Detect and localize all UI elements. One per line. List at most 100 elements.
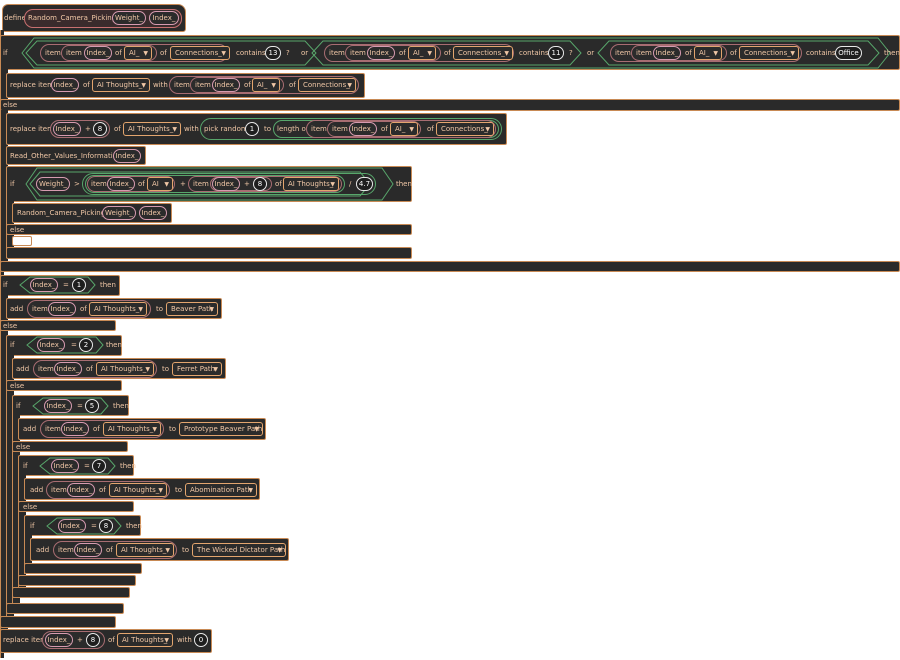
list-dropdown-ai-thoughts[interactable]: AI Thoughts_▼ xyxy=(92,78,150,92)
value-8[interactable]: 8 xyxy=(93,122,107,136)
var-weight[interactable]: Weight_ xyxy=(36,177,70,191)
list-dropdown-ai[interactable]: AI_▼ xyxy=(390,122,418,136)
replace-item-block-final[interactable] xyxy=(0,629,212,653)
list-dropdown-ai-thoughts[interactable]: AI Thoughts_▼ xyxy=(96,362,154,376)
param-index[interactable]: Index_ xyxy=(149,11,179,25)
value-13[interactable]: 13 xyxy=(265,46,281,60)
list-dropdown-connections[interactable]: Connections_▼ xyxy=(436,122,494,136)
var-index[interactable]: Index_ xyxy=(48,302,76,316)
add-label: add xyxy=(23,425,37,433)
to-label: to xyxy=(175,486,183,494)
var-index[interactable]: Index_ xyxy=(58,519,86,533)
var-index[interactable]: Index_ xyxy=(61,422,89,436)
var-index[interactable]: Index_ xyxy=(67,483,95,497)
value-2[interactable]: 2 xyxy=(79,338,93,352)
contains-label: contains xyxy=(519,49,549,57)
with-label: with xyxy=(153,81,168,89)
of-label: of xyxy=(730,49,737,57)
value-1[interactable]: 1 xyxy=(72,278,86,292)
path-dropdown-abomination[interactable]: Abomination Path▼ xyxy=(185,483,257,497)
contains-label: contains xyxy=(236,49,266,57)
path-dropdown-ferret[interactable]: Ferret Path▼ xyxy=(172,362,222,376)
path-dropdown-beaver[interactable]: Beaver Path▼ xyxy=(166,302,218,316)
else-4 xyxy=(18,501,134,512)
value-8[interactable]: 8 xyxy=(253,177,267,191)
var-index[interactable]: Index_ xyxy=(367,46,395,60)
div-reporter[interactable] xyxy=(82,173,376,195)
var-index[interactable]: Index_ xyxy=(74,543,102,557)
var-index[interactable]: Index_ xyxy=(349,122,377,136)
var-index[interactable]: Index_ xyxy=(44,399,72,413)
to-label: to xyxy=(182,546,190,554)
list-dropdown-ai[interactable]: AI_▼ xyxy=(124,46,152,60)
rail-l1 xyxy=(0,294,8,649)
var-index[interactable]: Index_ xyxy=(53,122,81,136)
var-index[interactable]: Index_ xyxy=(212,78,240,92)
if-keyword: if xyxy=(16,402,21,410)
value-5[interactable]: 5 xyxy=(85,399,99,413)
else-2 xyxy=(6,380,122,391)
var-index[interactable]: Index_ xyxy=(30,278,58,292)
path-dropdown-prototype[interactable]: Prototype Beaver Path▼ xyxy=(179,422,263,436)
var-index[interactable]: Index_ xyxy=(37,338,65,352)
read-other-block[interactable] xyxy=(6,146,146,165)
value-7[interactable]: 7 xyxy=(92,459,106,473)
of-label: of xyxy=(83,81,90,89)
item-label: item xyxy=(45,49,61,57)
var-index[interactable]: Index_ xyxy=(107,177,135,191)
item-label: item xyxy=(193,180,209,188)
of-label: of xyxy=(114,125,121,133)
of-label: of xyxy=(427,125,434,133)
list-dropdown-ai[interactable]: AI_▼ xyxy=(408,46,436,60)
with-label: with xyxy=(184,125,199,133)
rail-l4 xyxy=(18,474,26,595)
list-dropdown-connections[interactable]: Connections_▼ xyxy=(739,46,799,60)
list-dropdown-ai-thoughts[interactable]: AI Thoughts_▼ xyxy=(283,177,339,191)
or-label: or xyxy=(301,49,309,57)
value-0[interactable]: 0 xyxy=(194,633,208,647)
item-label: item xyxy=(332,125,348,133)
then-keyword: then xyxy=(100,281,116,289)
value-1[interactable]: 1 xyxy=(245,122,259,136)
list-dropdown-ai-plain[interactable]: AI▼ xyxy=(147,177,173,191)
value-4-7[interactable]: 4.7 xyxy=(356,177,373,191)
path-dropdown-wicked[interactable]: The Wicked Dictator Path▼ xyxy=(192,543,286,557)
list-dropdown-ai-thoughts[interactable]: AI Thoughts_▼ xyxy=(116,543,174,557)
list-dropdown-ai-thoughts[interactable]: AI Thoughts_▼ xyxy=(109,483,167,497)
plus-reporter-2[interactable] xyxy=(85,175,345,193)
to-label: to xyxy=(162,365,170,373)
value-8[interactable]: 8 xyxy=(86,633,100,647)
var-index[interactable]: Index_ xyxy=(51,78,79,92)
list-dropdown-ai-thoughts[interactable]: AI Thoughts_▼ xyxy=(103,422,161,436)
list-dropdown-ai-thoughts[interactable]: AI Thoughts_▼ xyxy=(123,122,181,136)
var-index[interactable]: Index_ xyxy=(51,459,79,473)
item-label: item xyxy=(311,125,327,133)
list-dropdown-connections[interactable]: Connections_▼ xyxy=(170,46,230,60)
list-dropdown-ai[interactable]: AI_▼ xyxy=(252,78,280,92)
var-index[interactable]: Index_ xyxy=(653,46,681,60)
var-index[interactable]: Index_ xyxy=(84,46,112,60)
eq-label: = xyxy=(77,402,83,410)
var-index[interactable]: Index_ xyxy=(45,633,73,647)
value-11[interactable]: 11 xyxy=(548,46,564,60)
var-index[interactable]: Index_ xyxy=(113,149,141,163)
var-index[interactable]: Index_ xyxy=(139,206,167,220)
list-dropdown-ai-thoughts[interactable]: AI Thoughts_▼ xyxy=(117,633,173,647)
list-dropdown-connections[interactable]: Connections_▼ xyxy=(453,46,513,60)
list-dropdown-ai[interactable]: AI_▼ xyxy=(694,46,722,60)
var-index[interactable]: Index_ xyxy=(54,362,82,376)
param-weight[interactable]: Weight_ xyxy=(112,11,146,25)
of-label: of xyxy=(289,81,296,89)
value-office[interactable]: Office xyxy=(835,46,862,60)
value-8[interactable]: 8 xyxy=(99,519,113,533)
then-keyword: then xyxy=(113,402,129,410)
replace-item-label: replace item xyxy=(3,636,47,644)
pick-random-reporter[interactable] xyxy=(200,118,502,140)
add-label: add xyxy=(36,546,50,554)
var-weight[interactable]: Weight_ xyxy=(102,206,136,220)
list-dropdown-connections[interactable]: Connections_▼ xyxy=(298,78,356,92)
list-dropdown-ai-thoughts[interactable]: AI Thoughts_▼ xyxy=(89,302,147,316)
var-index[interactable]: Index_ xyxy=(212,177,240,191)
else-keyword: else xyxy=(10,382,25,390)
